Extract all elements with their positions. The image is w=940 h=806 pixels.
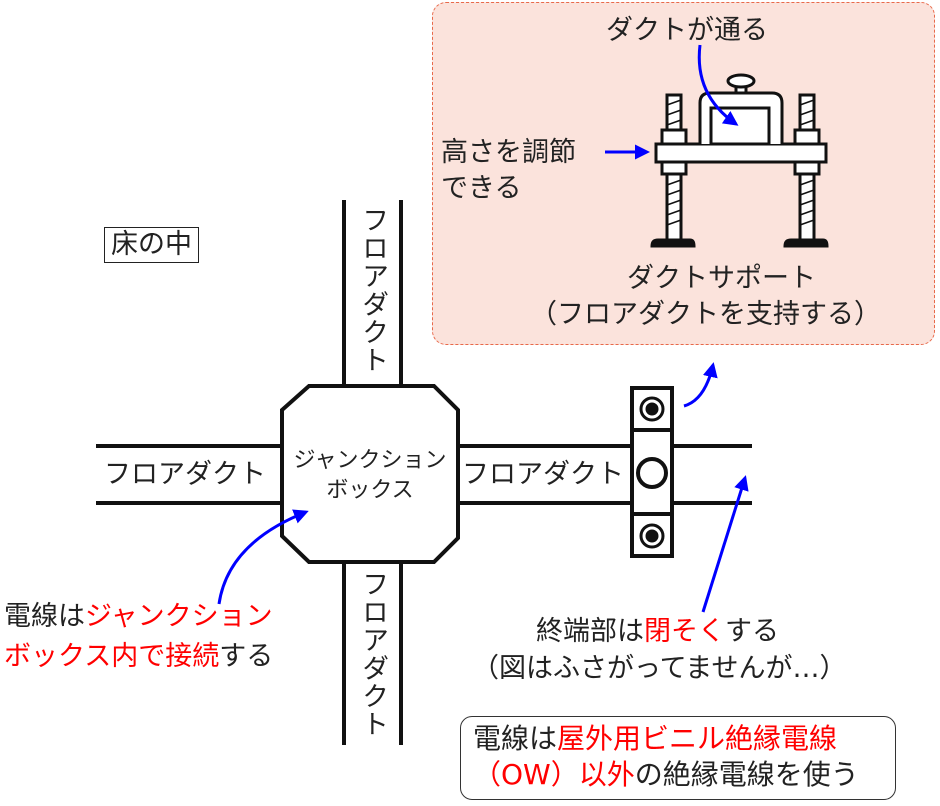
junction-box-label-line1: ジャンクション (293, 448, 447, 473)
box-note-part2: 屋外用ビニル絶縁電線 (557, 722, 838, 755)
box-note-line2: （OW）以外の絶縁電線を使う (473, 757, 883, 793)
wire-note-part1: 電線は (4, 601, 85, 632)
duct-support-illustration (650, 73, 829, 248)
floor-label: 床の中 (104, 227, 199, 263)
duct-support-subtitle: （フロアダクトを支持する） (530, 299, 881, 330)
wire-note-part2: ジャンクション (85, 601, 273, 632)
end-note-part3: する (725, 616, 779, 647)
wire-note-part4: する (219, 641, 274, 672)
insulated-wire-note-box: 電線は屋外用ビニル絶縁電線 （OW）以外の絶縁電線を使う (460, 716, 896, 800)
end-note-part1: 終端部は (536, 616, 644, 647)
duct-label-left: フロアダクト (104, 459, 266, 490)
wire-note-part3: ボックス内で接続 (4, 641, 220, 672)
duct-label-top: フロアダクト (357, 206, 388, 374)
height-adjust-label-line1: 高さを調節 (441, 137, 576, 168)
duct-label-bottom: フロアダクト (357, 570, 388, 738)
blue-arrows (217, 44, 749, 613)
end-note-line1: 終端部は閉そくする (536, 615, 779, 649)
height-adjust-label-line2: できる (441, 173, 522, 204)
duct-label-right: フロアダクト (462, 459, 624, 490)
floor-duct-lines (96, 200, 752, 745)
end-note-part2: 閉そく (644, 616, 725, 647)
box-note-part3: （OW）以外 (473, 758, 635, 791)
wire-note-line2: ボックス内で接続する (4, 640, 273, 674)
duct-passes-label: ダクトが通る (606, 15, 768, 46)
duct-support-clamp (630, 386, 674, 558)
duct-support-title: ダクトサポート (627, 263, 816, 294)
end-note-line2: （図はふさがってませんが…） (472, 653, 847, 684)
box-note-part1: 電線は (473, 722, 558, 755)
wire-note-line1: 電線はジャンクション (4, 600, 273, 634)
box-note-part4: の絶縁電線を使う (634, 758, 859, 791)
junction-box (280, 384, 460, 564)
junction-box-label: ジャンクション ボックス (283, 446, 457, 506)
box-note-line1: 電線は屋外用ビニル絶縁電線 (473, 721, 883, 757)
junction-box-label-line2: ボックス (326, 478, 414, 503)
